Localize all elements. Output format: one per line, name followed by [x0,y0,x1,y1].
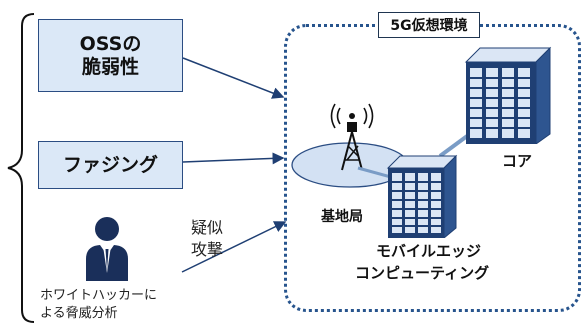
arrow-fuzzing [182,152,285,165]
oss-vulnerability-box: OSSの 脆弱性 [38,19,183,92]
oss-box-line1: OSSの [79,32,142,55]
fuzzing-box: ファジング [38,141,183,189]
hacker-caption-line2: よる脅威分析 [40,306,118,321]
hacker-caption-line1: ホワイトハッカーに [40,288,158,303]
antenna-tower-icon [330,103,374,171]
core-label: コア [502,152,533,170]
core-server-rack-icon [464,46,552,144]
fuzzing-label: ファジング [62,153,158,176]
oss-box-line2: 脆弱性 [81,55,139,78]
base-station-label: 基地局 [321,209,363,225]
arrow-attack [181,221,287,273]
pseudo-attack-label-line1: 疑似 [191,218,224,237]
edge-server-rack-icon [386,154,458,238]
pseudo-attack-label-line2: 攻撃 [191,240,224,259]
arrow-oss [182,57,285,99]
curly-brace-icon [7,13,35,323]
environment-label: 5G仮想環境 [378,12,480,38]
mec-label-line1: モバイルエッジ [376,242,482,260]
white-hacker-person-icon [86,217,128,281]
mec-label-line2: コンピューティング [355,264,490,282]
